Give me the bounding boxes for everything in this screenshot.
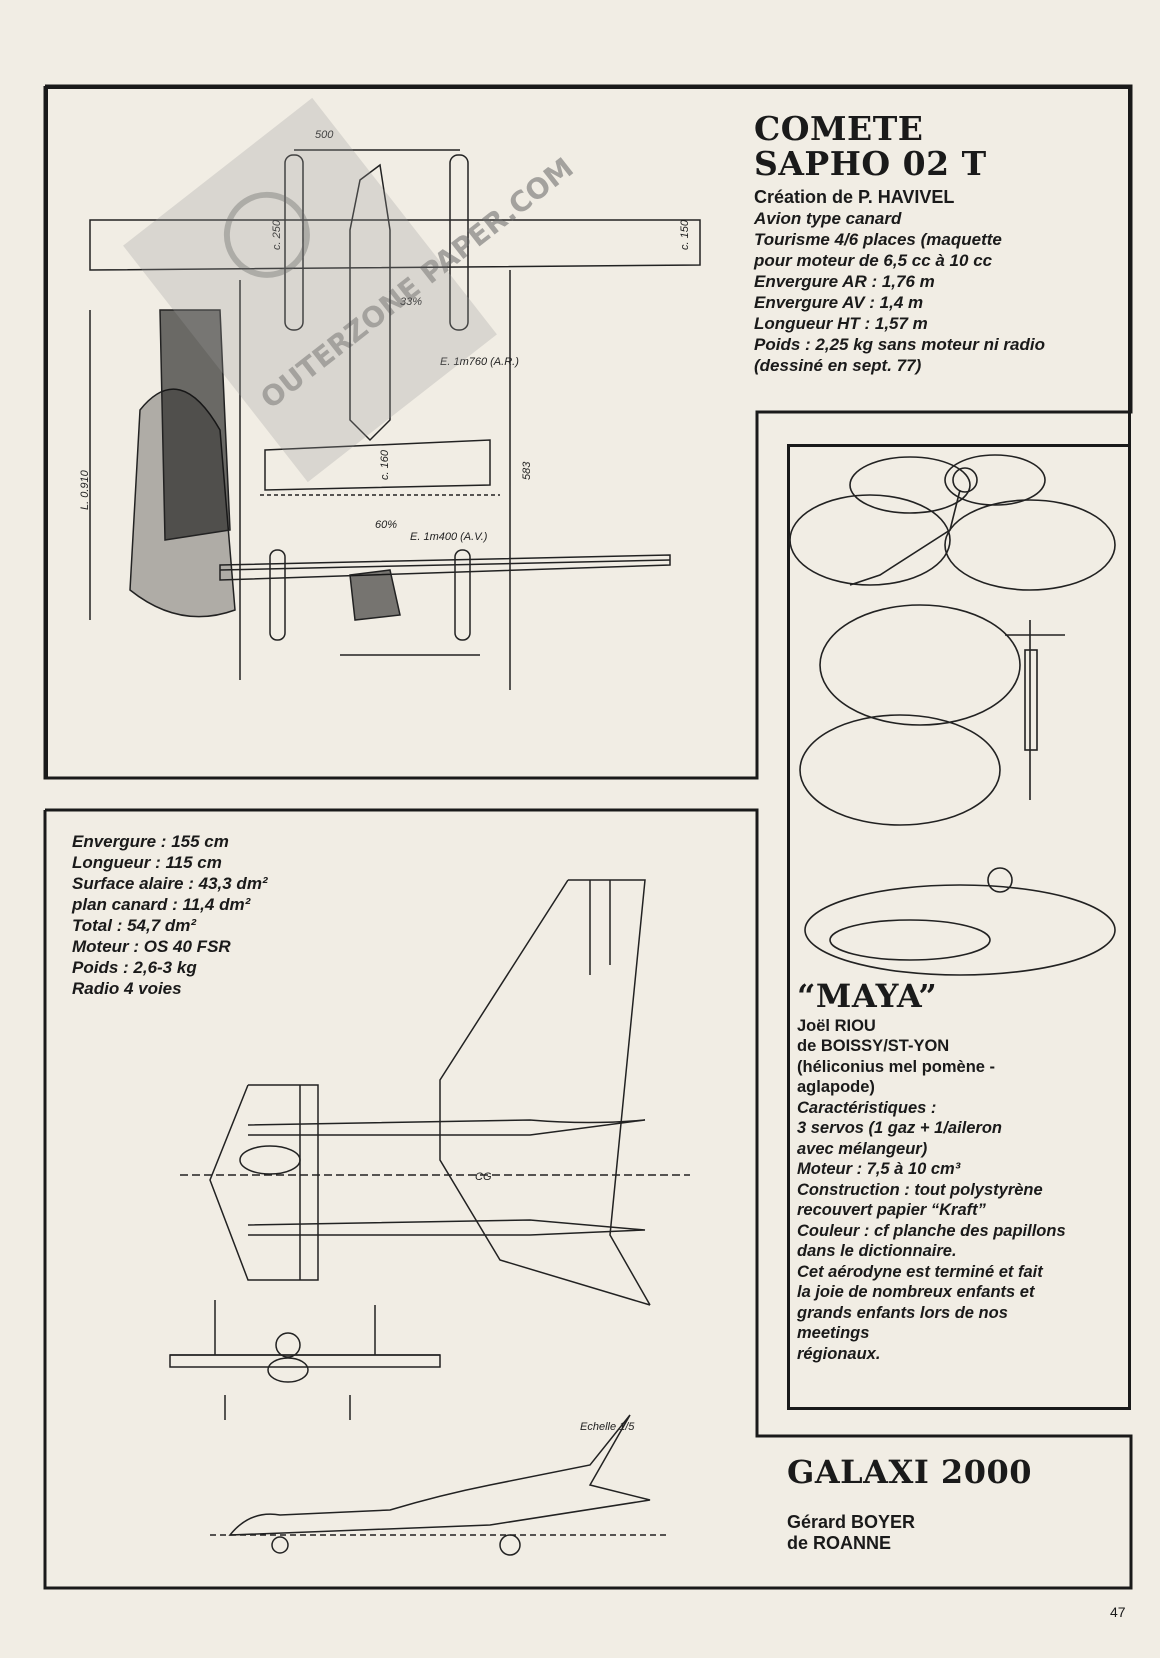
pct-60: 60% [375,519,397,531]
chord-250: c. 250 [271,219,283,250]
maya-spec: Caractéristiques : [797,1098,937,1117]
span-rear: E. 1m760 (A.R.) [440,356,519,368]
galaxi-title: GALAXI 2000 [787,1453,1032,1491]
galaxi-spec: Envergure : 155 cm [72,832,229,851]
galaxi-spec: plan canard : 11,4 dm² [72,895,251,914]
galaxi-spec: Longueur : 115 cm [72,853,222,872]
length-label: L. 0.910 [79,469,91,510]
comete-spec: Avion type canard [754,209,902,229]
maya-spec: Construction : tout polystyrène [797,1180,1043,1199]
scale-label: Echelle 1/5 [580,1421,635,1433]
maya-spec: Couleur : cf planche des papillons [797,1221,1066,1240]
page-number: 47 [1110,1604,1126,1620]
maya-spec: 3 servos (1 gaz + 1/aileron [797,1119,1002,1138]
wing-top-right [944,454,1046,506]
chord-150: c. 150 [679,219,691,250]
span-front: E. 1m400 (A.V.) [410,531,488,543]
maya-spec: meetings [797,1324,870,1343]
maya-species: aglapode) [797,1078,875,1097]
comete-spec: Poids : 2,25 kg sans moteur ni radio [754,335,1045,355]
galaxi-spec: Radio 4 voies [72,979,182,998]
comete-spec: Envergure AR : 1,76 m [754,272,935,292]
maya-text-block: “MAYA” Joël RIOU de BOISSY/ST-YON (hélic… [797,977,1066,1364]
maya-spec: grands enfants lors de nos [797,1303,1008,1322]
comete-spec: (dessiné en sept. 77) [754,356,922,376]
comete-subtitle: SAPHO 02 T [754,143,987,183]
chord-160: c. 160 [379,449,391,480]
comete-author: Création de P. HAVIVEL [754,187,955,208]
maya-species: (héliconius mel pomène - [797,1057,996,1076]
galaxi-author: Gérard BOYER [787,1511,916,1532]
comete-text-block: COMETE SAPHO 02 T Création de P. HAVIVEL… [754,109,1045,376]
galaxi-spec: Poids : 2,6-3 kg [72,958,197,977]
delta-wing-left [439,879,651,1306]
fuselage-upper [247,1119,646,1136]
fuselage-top [349,163,391,442]
maya-spec: recouvert papier “Kraft” [797,1201,986,1220]
wing-top-left [849,456,971,514]
maya-author: Joël RIOU [797,1016,876,1035]
side-view-fuselage [228,1414,651,1536]
maya-spec: avec mélangeur) [797,1139,928,1158]
comete-spec: Longueur HT : 1,57 m [754,314,928,334]
maya-panel [787,444,1131,1410]
comete-spec: pour moteur de 6,5 cc à 10 cc [754,251,993,271]
maya-spec: régionaux. [797,1344,881,1363]
rear-wing [89,219,701,271]
side-fuselage [159,309,231,541]
canard [264,439,491,491]
galaxi-author: de ROANNE [787,1532,892,1553]
comete-title: COMETE [754,109,924,148]
galaxi-drawing: Echelle 1/5 CG [169,879,690,1556]
dim-500: 500 [315,129,334,141]
comete-drawing: 500 c. 250 c. 150 33% E. 1m760 (A.R.) c.… [79,129,701,690]
galaxi-spec: Total : 54,7 dm² [72,916,197,935]
comete-spec: Envergure AV : 1,4 m [754,293,924,313]
maya-spec: Cet aérodyne est terminé et fait [797,1262,1043,1281]
galaxi-specs-block: Envergure : 155 cm Longueur : 115 cm Sur… [72,831,268,999]
galaxi-spec: Moteur : OS 40 FSR [72,937,231,956]
canard-top [209,1084,319,1281]
galaxi-title-block: GALAXI 2000 Gérard BOYER de ROANNE [787,1453,1032,1554]
cg-label: CG [475,1171,492,1183]
delta-wing-right [568,879,651,1306]
maya-spec: dans le dictionnaire. [797,1242,957,1261]
maya-author: de BOISSY/ST-YON [797,1037,950,1056]
maya-spec: Moteur : 7,5 à 10 cm³ [797,1160,961,1179]
comete-spec: Tourisme 4/6 places (maquette [754,230,1002,250]
boom-right [449,154,469,331]
boom-left [284,154,304,331]
dim-583: 583 [521,461,533,480]
galaxi-spec: Surface alaire : 43,3 dm² [72,874,268,893]
maya-title: “MAYA” [797,977,938,1015]
pilot-body [849,489,961,586]
pilot-head [952,467,978,493]
maya-drawing [789,454,1116,976]
fuselage-lower [247,1219,646,1236]
maya-spec: la joie de nombreux enfants et [797,1283,1035,1302]
pct-33: 33% [400,296,422,308]
